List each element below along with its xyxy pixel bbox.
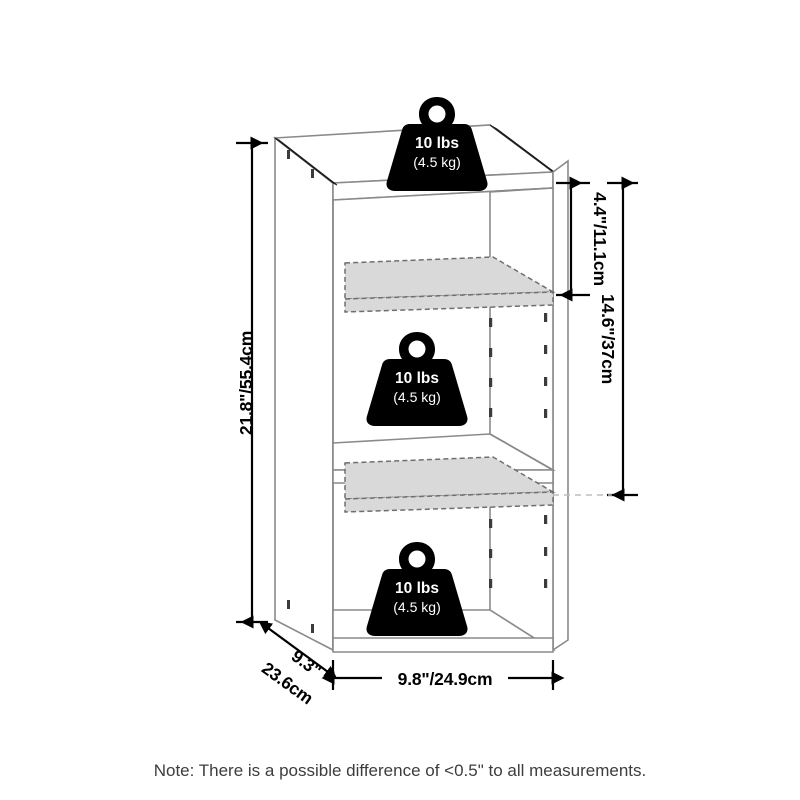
weight-badge-top: 10 lbs (4.5 kg) [386, 97, 488, 191]
shelf-lower-front-edge [344, 491, 554, 513]
peg-hole-icon [544, 313, 548, 322]
peg-hole-icon [544, 345, 548, 354]
measurement-note: Note: There is a possible difference of … [154, 761, 647, 780]
weight-badge-middle: 10 lbs (4.5 kg) [366, 332, 468, 426]
dimension-width: 9.8"/24.9cm [321, 660, 565, 690]
middle-panel-right-edge [489, 433, 554, 471]
peg-hole-icon [544, 515, 548, 524]
dimension-compartment-opening: 4.4"/11.1cm [556, 176, 610, 302]
weight-badge-primary-label: 10 lbs [395, 370, 439, 387]
peg-hole-icon [287, 600, 290, 609]
weight-badge-primary-label: 10 lbs [415, 135, 459, 152]
adjustable-shelf-upper [344, 256, 556, 313]
top-rear-left-edge-accent [274, 137, 338, 186]
right-side-panel [552, 159, 569, 652]
dimension-upper-section: 14.6"/37cm [553, 176, 638, 502]
left-side-panel [274, 136, 334, 652]
peg-hole-icon [544, 547, 548, 556]
peg-hole-icon [489, 348, 493, 357]
peg-hole-icon [311, 624, 314, 633]
adjustable-shelf-lower [344, 456, 556, 513]
peg-hole-icon [287, 150, 290, 159]
cabinet-body [272, 124, 569, 653]
peg-hole-icon [489, 519, 493, 528]
height-dim-label: 21.8"/55.4cm [236, 331, 256, 435]
width-label-backdrop [382, 666, 508, 690]
peg-hole-icon [489, 408, 493, 417]
width-dim-label: 9.8"/24.9cm [398, 669, 493, 689]
weight-badge-secondary-label: (4.5 kg) [413, 154, 460, 170]
interior-right-wall-top-edge [489, 187, 554, 193]
depth-dim-line [258, 621, 338, 679]
bottom-panel-front-edge [332, 637, 554, 653]
weight-badge-primary-label: 10 lbs [395, 580, 439, 597]
peg-hole-icon [311, 169, 314, 178]
peg-hole-icon [544, 377, 548, 386]
weight-badge-secondary-label: (4.5 kg) [393, 389, 440, 405]
peg-hole-icon [544, 409, 548, 418]
dimension-height: 21.8"/55.4cm [236, 136, 268, 629]
peg-hole-icon [489, 579, 493, 588]
opening-dim-label: 4.4"/11.1cm [590, 192, 610, 286]
peg-hole-icon [544, 579, 548, 588]
peg-hole-icon [489, 318, 493, 327]
weight-badge-bottom: 10 lbs (4.5 kg) [366, 542, 468, 636]
weight-badge-secondary-label: (4.5 kg) [393, 599, 440, 615]
peg-hole-group [287, 150, 548, 633]
peg-hole-icon [489, 378, 493, 387]
shelf-upper-front-edge [344, 291, 554, 313]
peg-hole-icon [489, 549, 493, 558]
upper-section-dim-label: 14.6"/37cm [598, 294, 618, 384]
